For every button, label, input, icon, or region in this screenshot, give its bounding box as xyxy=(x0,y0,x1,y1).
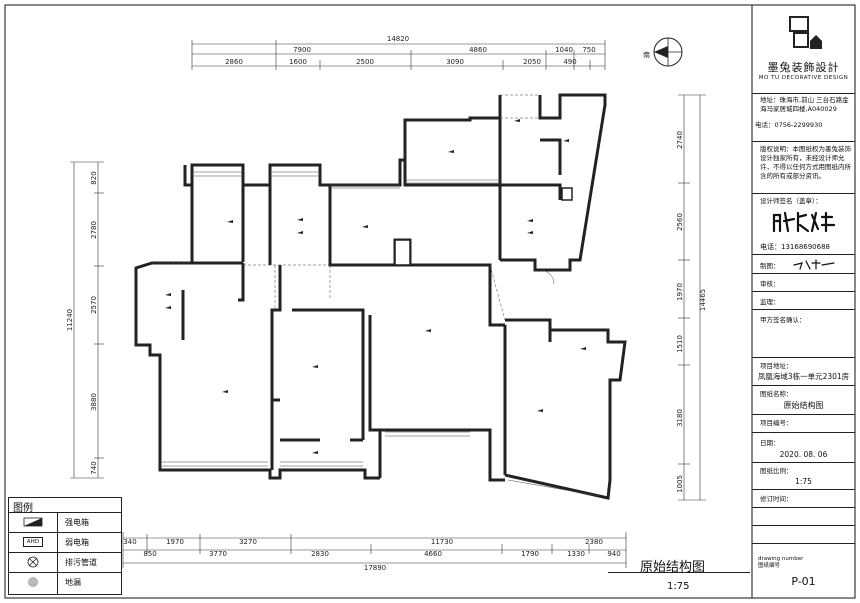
legend-row-drain: 排污管道 xyxy=(9,552,121,573)
scale-label: 图纸比例： xyxy=(760,467,793,475)
dim-bottom-detail-3: 4660 xyxy=(424,550,442,558)
scale-value: 1:75 xyxy=(795,477,812,486)
drawing-no-label: drawing number 图纸编号 xyxy=(758,556,804,569)
legend-box: 图例 强电箱 AHD 弱电箱 排污管道 地漏 xyxy=(8,497,122,595)
legend-label-floor-drain: 地漏 xyxy=(65,578,81,587)
dim-bottom-detail-6: 940 xyxy=(607,550,620,558)
dim-bottom-detail-2: 2830 xyxy=(311,550,329,558)
strong-electric-box-icon xyxy=(23,517,43,527)
legend-row-strong-electric: 强电箱 xyxy=(9,512,121,533)
drain-pipe-icon xyxy=(27,556,39,568)
drawing-frame xyxy=(4,4,856,599)
door-arc xyxy=(539,269,555,285)
project-no-label: 项目编号： xyxy=(760,419,793,427)
legend-label-drain: 排污管道 xyxy=(65,558,97,567)
dim-top-mid-2: 1040 xyxy=(555,46,573,54)
copyright-text: 版权说明：本图纸权为墨兔装饰设计独家所有，未经设计师允许，不得以任何方式用图纸内… xyxy=(760,145,851,180)
address: 地址：珠海市,前山 三台石路金海马家居城四楼,A040029 xyxy=(760,96,849,113)
top-dimension-lines xyxy=(191,40,606,70)
revision-label: 修订时间： xyxy=(760,495,793,503)
right-dimension-lines xyxy=(678,94,706,501)
dim-top-detail-2: 2500 xyxy=(356,58,374,66)
dim-top-detail-0: 2860 xyxy=(225,58,243,66)
dim-top-detail-1: 1600 xyxy=(289,58,307,66)
dim-top-mid-0: 7900 xyxy=(293,46,311,54)
dim-top-detail-4: 2050 xyxy=(523,58,541,66)
dim-top-detail-5: 490 xyxy=(563,58,576,66)
legend-row-floor-drain: 地漏 xyxy=(9,572,121,592)
designer-signature-icon xyxy=(772,211,836,233)
elevation-markers xyxy=(165,119,586,454)
columns xyxy=(394,187,573,266)
weak-electric-box-icon: AHD xyxy=(23,537,43,547)
drawing-no-value: P-01 xyxy=(791,575,816,588)
dim-bottom-mid-1: 1970 xyxy=(166,538,184,546)
dim-right-0: 2740 xyxy=(676,131,684,149)
drawing-name-label: 图纸名称： xyxy=(760,390,793,398)
dim-bottom-total: 17890 xyxy=(364,564,386,572)
dim-bottom-mid-0: 340 xyxy=(123,538,136,546)
dim-left-3: 3880 xyxy=(90,393,98,411)
logo-area: 墨兔装飾設計 MO TU DECORATIVE DESIGN xyxy=(752,5,855,94)
compass-label: 南 xyxy=(643,50,650,59)
drafter-signature-icon xyxy=(793,259,835,270)
dim-top-mid-1: 4860 xyxy=(469,46,487,54)
dim-left-4: 740 xyxy=(90,461,98,474)
drawn-label: 制图： xyxy=(760,262,780,270)
drawing-name-value: 原始结构图 xyxy=(783,401,824,410)
logo-en: MO TU DECORATIVE DESIGN xyxy=(758,75,849,81)
dim-top-mid-3: 750 xyxy=(582,46,595,54)
dim-top-total: 14820 xyxy=(387,35,409,43)
left-dimension-lines xyxy=(70,161,104,479)
dim-bottom-mid-4: 2380 xyxy=(585,538,603,546)
dim-bottom-detail-0: 850 xyxy=(143,550,156,558)
legend-heading: 图例 xyxy=(13,503,33,514)
dim-right-3: 1510 xyxy=(676,335,684,353)
dim-top-detail-3: 3090 xyxy=(446,58,464,66)
project-value: 凤凰海域3栋一单元2301房 xyxy=(757,372,850,381)
drawing-title-underline xyxy=(608,572,750,573)
dim-left-total: 11240 xyxy=(66,309,74,331)
dim-bottom-mid-3: 11730 xyxy=(431,538,453,546)
bottom-dimension-lines xyxy=(122,532,627,568)
dim-left-1: 2780 xyxy=(90,221,98,239)
company-phone: 电话：0756-2299930 xyxy=(755,121,823,129)
legend-row-weak-electric: AHD 弱电箱 xyxy=(9,532,121,553)
dim-left-0: 820 xyxy=(90,171,98,184)
dim-bottom-detail-1: 3770 xyxy=(209,550,227,558)
legend-label-strong-electric: 强电箱 xyxy=(65,518,89,527)
logo-cn: 墨兔装飾設計 xyxy=(767,61,840,74)
legend-label-weak-electric: 弱电箱 xyxy=(65,538,89,547)
dim-bottom-detail-4: 1790 xyxy=(521,550,539,558)
dim-right-5: 1005 xyxy=(676,475,684,493)
dim-bottom-detail-5: 1330 xyxy=(567,550,585,558)
client-label: 甲方签名确认： xyxy=(760,316,806,324)
compass-icon xyxy=(653,37,683,67)
dim-left-2: 2570 xyxy=(90,296,98,314)
date-value: 2020. 08. 06 xyxy=(779,450,828,459)
wall-outline xyxy=(134,93,627,500)
review-label: 审核： xyxy=(760,280,780,288)
supervisor-label: 监理： xyxy=(760,298,780,306)
dim-bottom-mid-2: 3270 xyxy=(239,538,257,546)
dim-right-total: 14465 xyxy=(699,289,707,311)
floor-drain-icon xyxy=(28,577,38,587)
dim-right-2: 1970 xyxy=(676,283,684,301)
designer-phone: 电话：13168690688 xyxy=(760,243,830,251)
dim-right-1: 2560 xyxy=(676,213,684,231)
company-logo-icon xyxy=(789,16,822,49)
drawing-title: 原始结构图 xyxy=(640,560,706,575)
project-label: 项目地址： xyxy=(760,362,793,370)
designer-label: 设计师签名（盖章）： xyxy=(760,197,822,205)
date-label: 日期： xyxy=(760,439,780,447)
window-lines xyxy=(162,171,601,497)
dashed-lines xyxy=(152,94,540,321)
dim-right-4: 3180 xyxy=(676,409,684,427)
drawing-scale: 1:75 xyxy=(667,581,690,592)
title-block: 墨兔装飾設計 MO TU DECORATIVE DESIGN 地址：珠海市,前山… xyxy=(752,5,855,598)
